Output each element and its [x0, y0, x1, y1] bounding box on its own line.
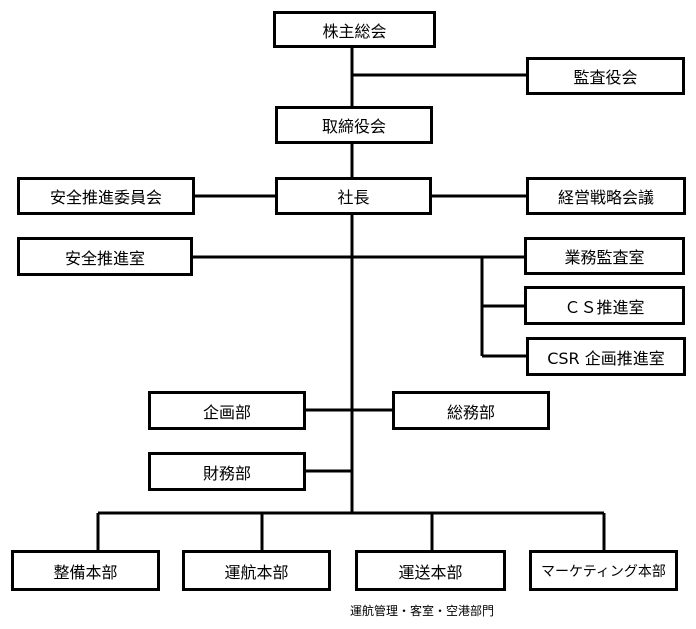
- finance-label: 財務部: [202, 463, 251, 483]
- shareholders-label: 株主総会: [322, 21, 387, 41]
- safety-office-box: 安全推進室: [17, 237, 193, 276]
- safety-committee-box: 安全推進委員会: [17, 177, 195, 215]
- president-label: 社長: [337, 188, 370, 207]
- finance-box: 財務部: [148, 452, 306, 491]
- maintenance-box: 整備本部: [11, 550, 160, 591]
- shareholders-box: 株主総会: [273, 11, 436, 48]
- general-affairs-box: 総務部: [392, 391, 550, 430]
- flight-ops-box: 運航本部: [182, 550, 331, 591]
- csr-office-box: CSR 企画推進室: [526, 337, 686, 376]
- audit-office-box: 業務監査室: [524, 237, 685, 275]
- strategy-council-box: 経営戦略会議: [526, 177, 686, 215]
- auditor-box: 監査役会: [526, 57, 685, 95]
- strategy-council-label: 経営戦略会議: [557, 188, 654, 207]
- president-box: 社長: [275, 177, 432, 215]
- marketing-box: マーケティング本部: [529, 550, 678, 591]
- cs-office-label: ＣＳ推進室: [564, 297, 645, 317]
- transport-label: 運送本部: [398, 562, 463, 582]
- flight-ops-label: 運航本部: [224, 562, 289, 582]
- board-label: 取締役会: [321, 117, 386, 136]
- safety-committee-label: 安全推進委員会: [49, 188, 162, 207]
- cs-office-box: ＣＳ推進室: [524, 286, 685, 325]
- transport-box: 運送本部: [355, 550, 506, 591]
- safety-office-label: 安全推進室: [64, 248, 145, 268]
- board-box: 取締役会: [275, 106, 433, 144]
- planning-box: 企画部: [148, 391, 306, 430]
- planning-label: 企画部: [202, 402, 251, 422]
- general-affairs-label: 総務部: [446, 402, 495, 422]
- marketing-label: マーケティング本部: [541, 563, 666, 580]
- maintenance-label: 整備本部: [53, 562, 118, 582]
- audit-office-label: 業務監査室: [564, 248, 645, 267]
- auditor-label: 監査役会: [573, 68, 638, 87]
- csr-office-label: CSR 企画推進室: [547, 348, 665, 368]
- ops-divisions-note: 運航管理・客室・空港部門: [350, 604, 495, 618]
